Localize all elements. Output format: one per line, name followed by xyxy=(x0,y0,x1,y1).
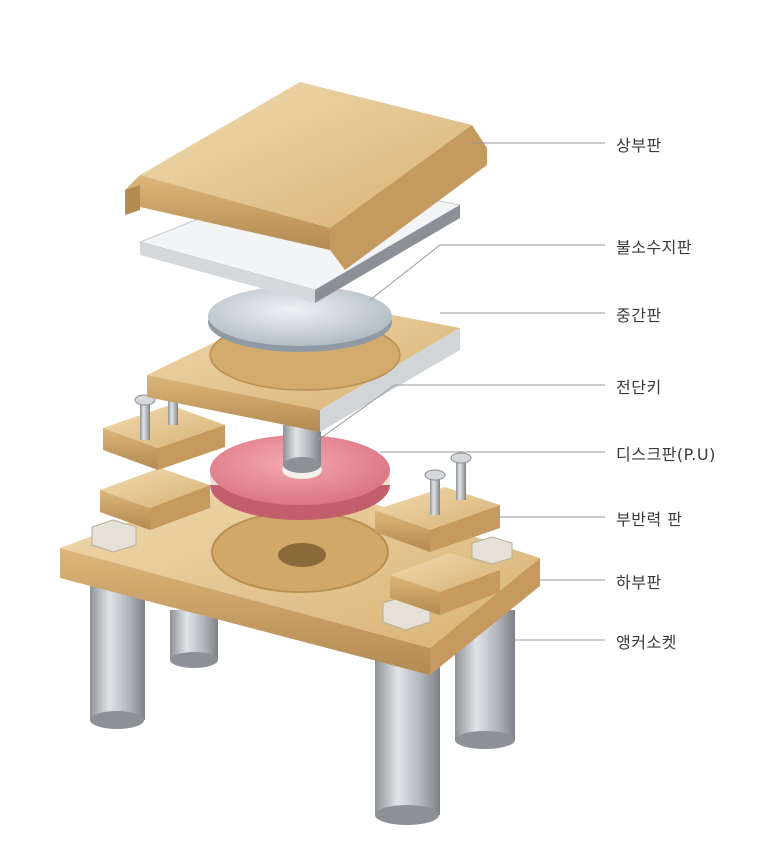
anchor-sockets xyxy=(90,585,515,825)
label-ptfe-plate: 불소수지판 xyxy=(616,238,693,257)
label-anchor-socket: 앵커소켓 xyxy=(616,633,677,652)
top-plate xyxy=(125,82,487,270)
label-bottom-plate: 하부판 xyxy=(616,573,662,592)
uplift-plates xyxy=(103,394,500,552)
label-disc-pu: 디스크판(P.U) xyxy=(616,445,716,464)
shear-key xyxy=(283,425,321,473)
stainless-disc xyxy=(208,286,392,352)
label-uplift-plate: 부반력 판 xyxy=(616,510,683,529)
uplift-blocks xyxy=(100,468,500,615)
label-middle-plate: 중간판 xyxy=(616,306,662,325)
leader-lines xyxy=(317,142,605,641)
label-shear-key: 전단키 xyxy=(616,378,662,397)
label-top-plate: 상부판 xyxy=(616,136,662,155)
